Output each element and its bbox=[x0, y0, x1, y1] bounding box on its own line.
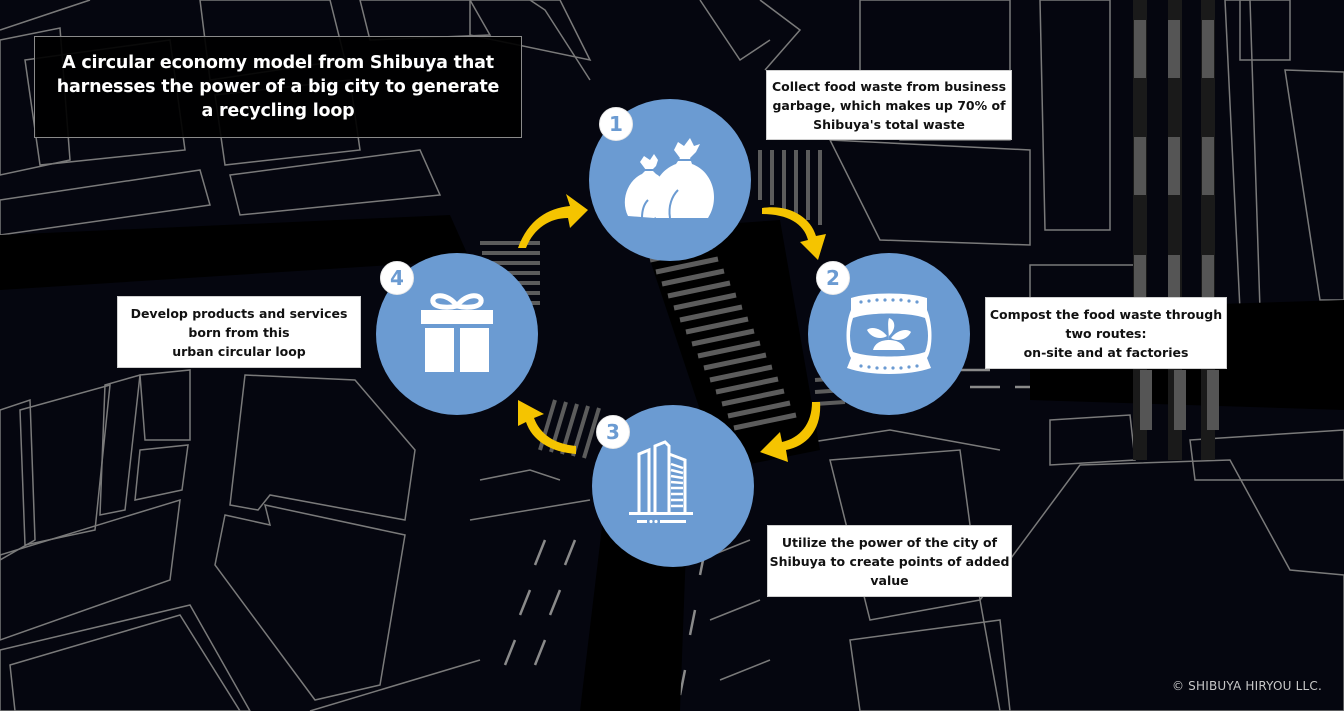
gift-box-icon bbox=[421, 293, 493, 372]
step-4-description: Develop products and services born from … bbox=[117, 296, 361, 368]
step-number-badge: 4 bbox=[380, 261, 414, 295]
step-number-badge: 1 bbox=[599, 107, 633, 141]
step-3-circle: 3 bbox=[592, 405, 754, 567]
arrow-2-to-3 bbox=[760, 402, 821, 462]
step-2-description: Compost the food waste through two route… bbox=[985, 297, 1227, 369]
step-4-circle: 4 bbox=[376, 253, 538, 415]
diagram-title: A circular economy model from Shibuya th… bbox=[56, 53, 500, 121]
title-box: A circular economy model from Shibuya th… bbox=[34, 36, 522, 138]
step-1-description: Collect food waste from business garbage… bbox=[766, 70, 1012, 140]
step-2-circle: 2 bbox=[808, 253, 970, 415]
arrow-shape bbox=[518, 194, 588, 248]
arrow-shape bbox=[760, 402, 821, 462]
copyright-notice: © SHIBUYA HIRYOU LLC. bbox=[1171, 679, 1322, 693]
step-3-text: Utilize the power of the city of Shibuya… bbox=[769, 534, 1010, 588]
arrow-shape bbox=[762, 207, 826, 260]
compost-bag-icon bbox=[846, 293, 932, 374]
step-1-text: Collect food waste from business garbage… bbox=[771, 78, 1007, 132]
step-number-badge: 3 bbox=[596, 415, 630, 449]
garbage-bags-icon bbox=[624, 138, 715, 219]
step-3-description: Utilize the power of the city of Shibuya… bbox=[767, 525, 1012, 597]
step-4-text: Develop products and services born from … bbox=[130, 305, 348, 359]
step-2-text: Compost the food waste through two route… bbox=[989, 306, 1223, 360]
arrow-1-to-2 bbox=[762, 207, 826, 260]
arrow-shape bbox=[518, 400, 576, 454]
step-number-badge: 2 bbox=[816, 261, 850, 295]
city-building-icon bbox=[629, 440, 693, 524]
arrow-4-to-1 bbox=[518, 194, 588, 248]
step-1-circle: 1 bbox=[589, 99, 751, 261]
arrow-3-to-4 bbox=[518, 400, 576, 454]
